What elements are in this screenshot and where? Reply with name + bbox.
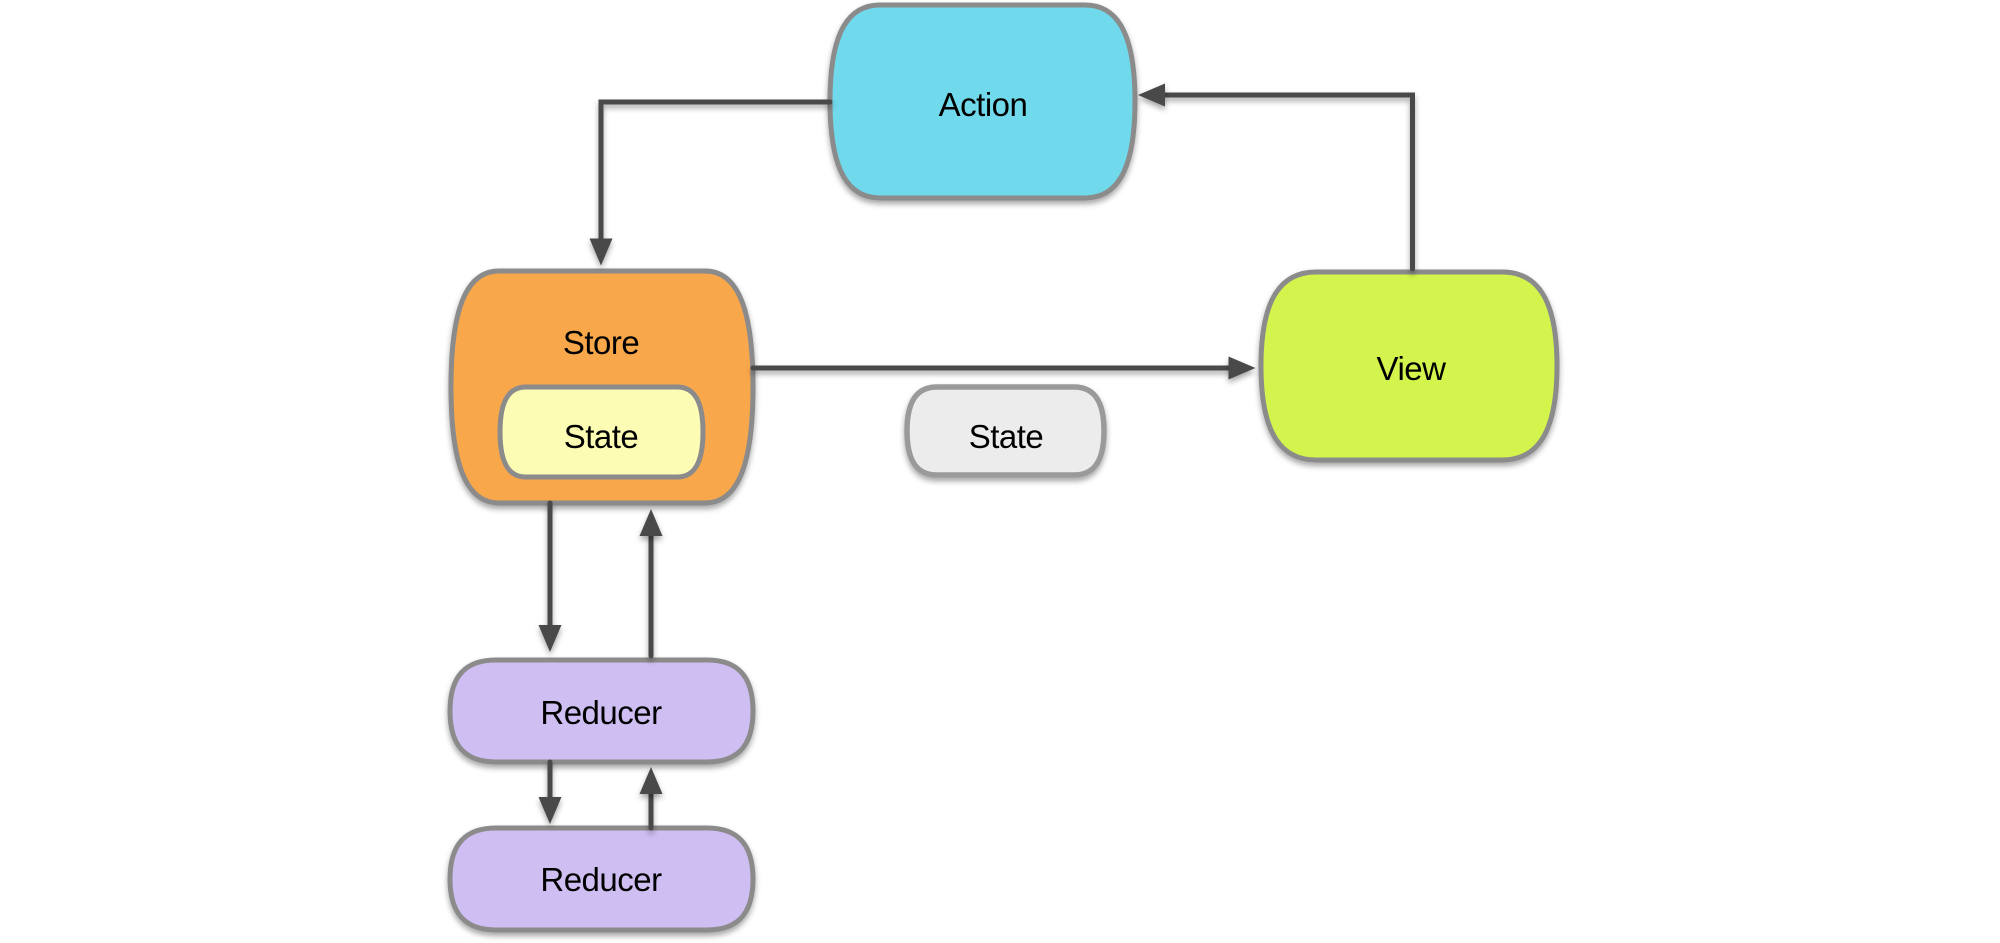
svg-text:State: State [564,418,639,455]
svg-text:Reducer: Reducer [540,861,662,898]
svg-text:View: View [1377,350,1447,387]
svg-text:State: State [969,418,1044,455]
svg-text:Reducer: Reducer [540,694,662,731]
svg-text:Store: Store [563,324,639,361]
svg-text:Action: Action [939,86,1028,123]
